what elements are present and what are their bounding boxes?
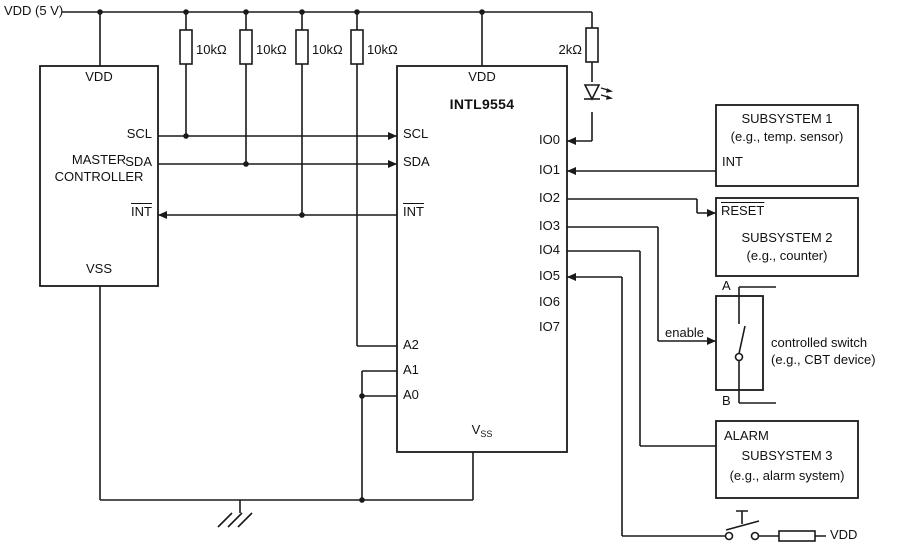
expander-pin-vss: VSS [397,422,567,439]
subsystem1-pin-int: INT [722,154,743,169]
expander-pin-io5: IO5 [539,268,560,283]
signal-arrowheads [158,132,716,345]
switch-caption-line2: (e.g., CBT device) [771,352,876,367]
resistor-pushbutton [778,530,816,542]
expander-pin-io2: IO2 [539,190,560,205]
arrow-into-enable [707,337,716,345]
resistor-led-label: 2kΩ [558,42,582,57]
push-button-switch [724,510,760,541]
junction-dots [97,9,485,503]
resistor-r2 [239,29,253,65]
vdd-rail-label: VDD (5 V) [4,3,64,18]
master-pin-vss: VSS [85,261,112,276]
address-pin-wires [357,345,397,500]
expander-pin-io0: IO0 [539,132,560,147]
expander-pin-io3: IO3 [539,218,560,233]
expander-pin-io4: IO4 [539,242,560,257]
arrow-into-io0 [567,137,576,145]
expander-chip-box [396,65,568,453]
expander-pin-vdd: VDD [468,69,496,84]
resistor-led [585,27,599,63]
master-pin-scl: SCL [126,126,152,141]
resistor-r3-label: 10kΩ [312,42,343,57]
master-controller-box [39,65,159,287]
switch-terminal-a-label: A [722,278,731,293]
master-title-line1: MASTER [71,152,127,167]
expander-int-text: INT [403,204,424,219]
subsystem2-reset-text: RESET [721,203,765,218]
subsystem2-pin-reset: RESET [721,203,765,219]
resistor-r4 [350,29,364,65]
arrow-into-scl [388,132,397,140]
expander-pin-a2: A2 [403,337,419,352]
expander-pin-scl: SCL [403,126,429,141]
master-int-text: INT [131,204,152,219]
subsystem1-box [715,104,859,187]
expander-pin-sda: SDA [403,154,430,169]
subsystem3-box [715,420,859,499]
resistors [179,27,816,542]
subsystem3-line2: SUBSYSTEM 3 [741,448,833,463]
pushbutton-vdd-label: VDD [830,527,858,542]
master-pin-int: INT [100,204,152,220]
subsystem3-line1: ALARM [724,428,769,443]
expander-pin-int: INT [403,204,424,220]
arrow-into-io5 [567,273,576,281]
resistor-r2-label: 10kΩ [256,42,287,57]
expander-pin-io7: IO7 [539,319,560,334]
subsystem2-subtitle: (e.g., counter) [746,248,828,263]
resistor-r1 [179,29,193,65]
resistor-r3 [295,29,309,65]
master-pin-sda: SDA [125,154,152,169]
expander-pin-a1: A1 [403,362,419,377]
expander-vss-subscript: SS [480,429,493,439]
subsystem2-title: SUBSYSTEM 2 [741,230,833,245]
component-boxes [39,65,859,499]
led-icon [583,84,613,101]
subsystem3-line3: (e.g., alarm system) [729,468,845,483]
subsystem1-title: SUBSYSTEM 1 [741,111,833,126]
ground-wires [99,286,474,513]
arrow-into-io1 [567,167,576,175]
arrow-into-reset [707,209,716,217]
io-wires [567,112,826,537]
resistor-r4-label: 10kΩ [367,42,398,57]
expander-pin-io1: IO1 [539,162,560,177]
switch-terminal-b-label: B [722,393,731,408]
arrow-into-sda [388,160,397,168]
expander-pin-io6: IO6 [539,294,560,309]
expander-pin-a0: A0 [403,387,419,402]
power-rail-wires [62,11,593,346]
expander-chip-title: INTL9554 [449,96,515,112]
arrow-into-master-int [158,211,167,219]
switch-caption-line1: controlled switch [771,335,868,350]
switch-enable-label: enable [665,325,705,340]
controlled-switch-symbol [734,286,776,404]
resistor-r1-label: 10kΩ [196,42,227,57]
expander-vss-base: V [471,422,481,437]
master-pin-vdd: VDD [85,69,113,84]
i2c-bus-wires [158,135,397,216]
master-title-line2: CONTROLLER [54,169,144,184]
subsystem2-box [715,197,859,277]
subsystem1-subtitle: (e.g., temp. sensor) [730,129,844,144]
ground-symbol [217,512,253,528]
